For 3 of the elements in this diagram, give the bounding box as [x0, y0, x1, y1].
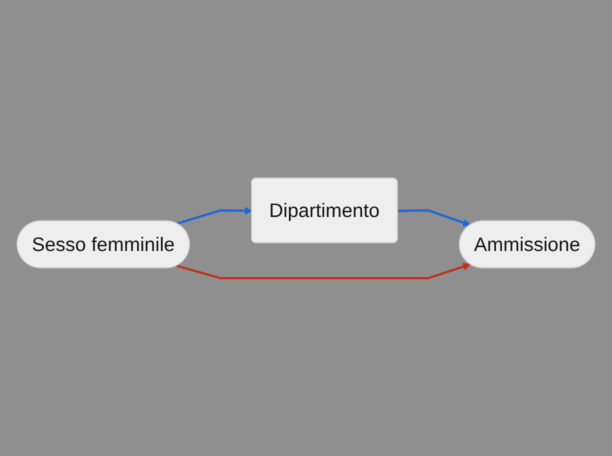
arrow [176, 206, 252, 225]
arrow [176, 262, 471, 280]
arrow [398, 209, 471, 226]
